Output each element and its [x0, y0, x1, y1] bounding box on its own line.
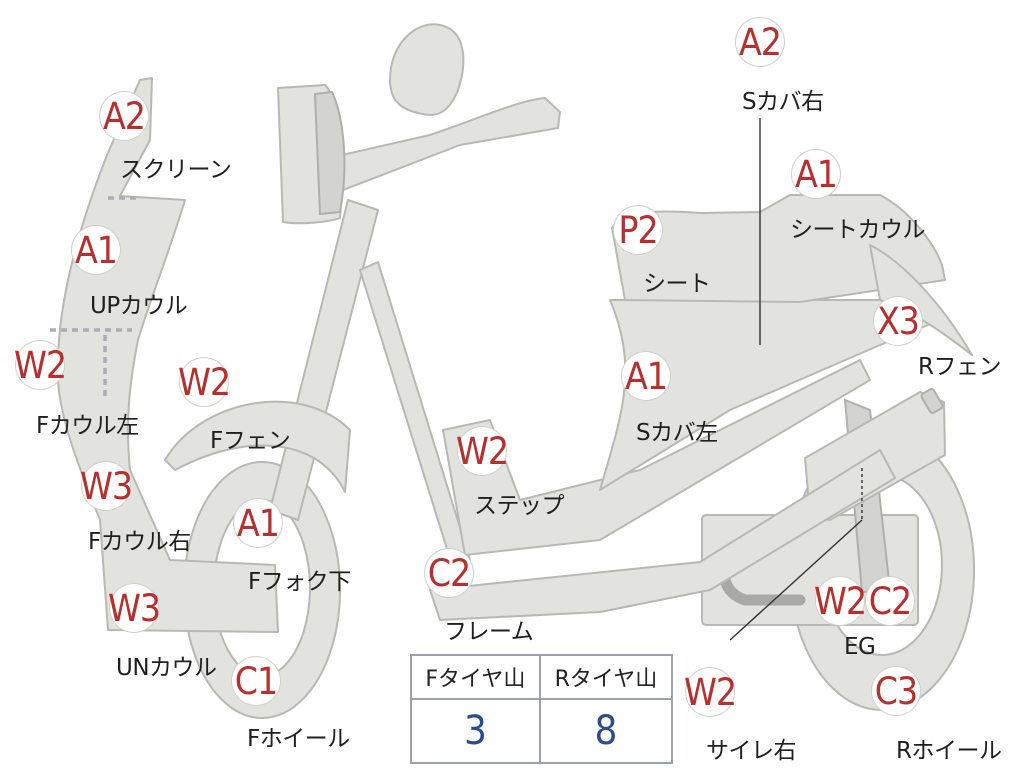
rear-tire-value: 8 [538, 698, 674, 764]
front-tire-value: 3 [410, 698, 541, 764]
marker-screen-a2: A2 [100, 92, 148, 140]
marker-step-w2: W2 [456, 427, 509, 475]
label-fcowl-right: Fカウル右 [88, 529, 191, 555]
marker-rwheel-c3: C3 [872, 667, 920, 715]
label-fwheel: Fホイール [247, 726, 350, 752]
label-scover-right: Sカバ右 [742, 89, 824, 115]
label-upcowl: UPカウル [90, 293, 188, 319]
label-silencer: サイレ右 [706, 738, 797, 764]
mirror [389, 23, 465, 116]
front-fender [164, 400, 351, 493]
marker-fwheel-c1: C1 [232, 657, 280, 705]
handlebar [319, 97, 561, 196]
headlight-grip [313, 90, 346, 216]
label-eg: EG [844, 634, 876, 660]
frame-downtube [359, 261, 471, 566]
marker-fcowl-right-w3: W3 [80, 462, 133, 510]
marker-eg-c2: C2 [866, 577, 914, 625]
label-scover-left: Sカバ左 [636, 420, 718, 446]
label-rwheel: Rホイール [896, 738, 1002, 764]
front-tire-header: Fタイヤ山 [410, 654, 541, 700]
label-screen: スクリーン [120, 157, 232, 183]
silencer-tip [920, 388, 944, 414]
label-ffork: Fフォク下 [248, 569, 351, 595]
marker-ffork-a1: A1 [234, 499, 282, 547]
rear-tire-header: Rタイヤ山 [538, 654, 674, 700]
label-frame: フレーム [444, 619, 534, 645]
marker-ffender-w2: W2 [178, 358, 231, 406]
tire-tread-table: Fタイヤ山 Rタイヤ山 3 8 [410, 654, 674, 764]
guide-silencer [729, 519, 863, 641]
label-rfender: Rフェン [918, 354, 1001, 380]
marker-rfender-x3: X3 [874, 297, 922, 345]
marker-fcowl-left-w2: W2 [14, 341, 67, 389]
tire-table-header-row: Fタイヤ山 Rタイヤ山 [410, 654, 674, 700]
marker-upcowl-a1: A1 [72, 226, 120, 274]
marker-scover-left-a1: A1 [622, 352, 670, 400]
side-cover [599, 299, 941, 491]
label-seat: シート [643, 271, 711, 297]
label-ffender: Fフェン [210, 428, 291, 454]
marker-seat-p2: P2 [614, 206, 662, 254]
tire-table-value-row: 3 8 [410, 698, 674, 764]
marker-frame-c2: C2 [425, 549, 473, 597]
label-fcowl-left: Fカウル左 [36, 413, 139, 439]
marker-silencer-w2: W2 [684, 668, 737, 716]
front-fork [269, 199, 379, 521]
label-step: ステップ [474, 493, 565, 519]
marker-uncowl-w3: W3 [108, 584, 161, 632]
frame-rail [429, 449, 896, 621]
marker-scover-right-a2: A2 [736, 18, 784, 66]
label-uncowl: UNカウル [116, 655, 217, 681]
marker-seatcowl-a1: A1 [792, 150, 840, 198]
label-seatcowl: シートカウル [790, 217, 926, 243]
marker-eg-w2: W2 [814, 577, 867, 625]
